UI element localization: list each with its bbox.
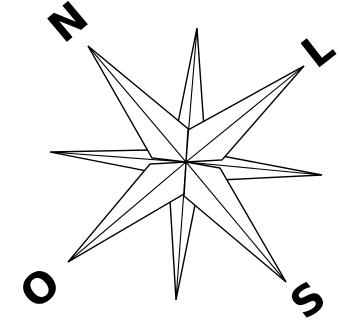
label-west: O: [11, 258, 70, 318]
point-northwest: [88, 46, 192, 162]
label-north: N: [39, 0, 97, 52]
ridge-lines: [50, 28, 322, 300]
label-south: S: [281, 271, 335, 328]
